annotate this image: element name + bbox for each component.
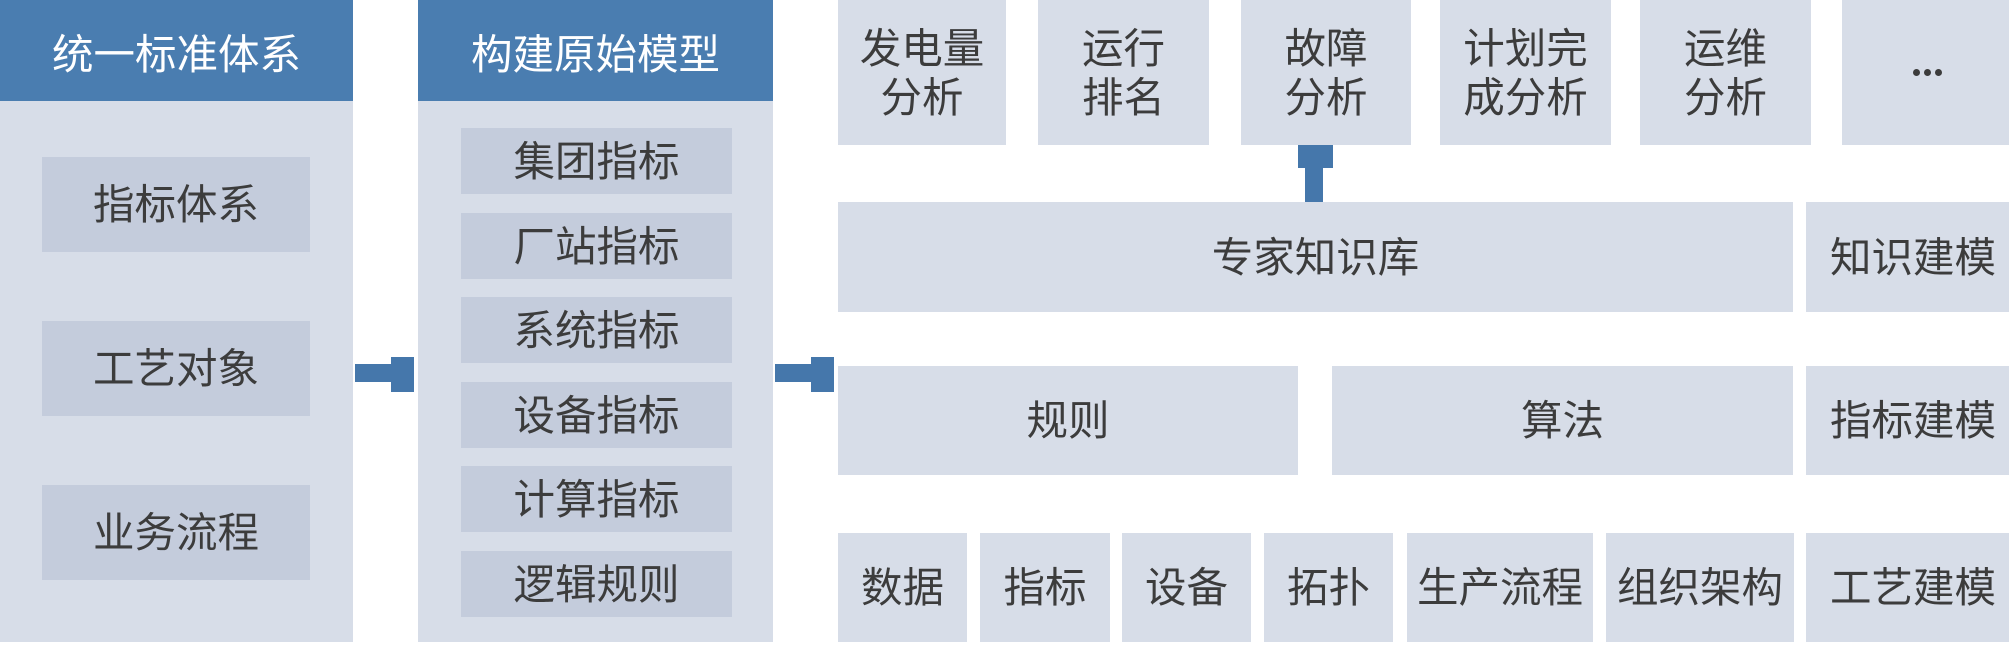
topology-box: 拓扑 — [1264, 533, 1393, 642]
operation-ranking-label: 运行 排名 — [1081, 24, 1165, 121]
arrow-head — [1298, 144, 1333, 168]
algorithm-label: 算法 — [1520, 397, 1604, 444]
system-indicator-label: 系统指标 — [513, 306, 680, 354]
fault-analysis-box: 故障 分析 — [1241, 0, 1411, 145]
indicator-box: 指标 — [980, 533, 1110, 642]
arrow-head — [391, 357, 414, 392]
organization-structure-label: 组织架构 — [1616, 564, 1783, 611]
arrow-shaft — [355, 364, 391, 382]
expert-knowledge-base-box: 专家知识库 — [838, 202, 1793, 312]
calculated-indicator-label: 计算指标 — [513, 475, 680, 523]
arrow-shaft — [775, 364, 811, 382]
equipment-label: 设备 — [1144, 564, 1228, 611]
equipment-indicator-label: 设备指标 — [513, 391, 680, 439]
plan-completion-analysis-label: 计划完 成分析 — [1463, 24, 1588, 121]
ellipsis-dot-icon — [1934, 69, 1942, 76]
equipment-box: 设备 — [1122, 533, 1251, 642]
indicator-system-label: 指标体系 — [92, 181, 259, 228]
indicator-system-box: 指标体系 — [42, 157, 310, 252]
data-box: 数据 — [838, 533, 967, 642]
power-generation-analysis-box: 发电量 分析 — [838, 0, 1006, 145]
rules-label: 规则 — [1026, 397, 1110, 444]
standard-system-title: 统一标准体系 — [51, 30, 301, 78]
fault-analysis-label: 故障 分析 — [1284, 24, 1368, 121]
original-model-panel: 构建原始模型 集团指标 厂站指标 系统指标 设备指标 计算指标 逻辑规则 — [418, 0, 773, 642]
arrow-shaft — [1305, 168, 1323, 203]
group-indicator-label: 集团指标 — [513, 137, 680, 185]
operation-maintenance-analysis-box: 运维 分析 — [1640, 0, 1811, 145]
business-process-box: 业务流程 — [42, 485, 310, 580]
indicator-modeling-box: 指标建模 — [1806, 366, 2009, 475]
ellipsis-dot-icon — [1912, 69, 1920, 76]
standard-system-panel: 统一标准体系 指标体系 工艺对象 业务流程 — [0, 0, 353, 642]
process-modeling-box: 工艺建模 — [1806, 533, 2009, 642]
algorithm-box: 算法 — [1332, 366, 1793, 475]
logic-rule-box: 逻辑规则 — [461, 551, 732, 617]
operation-ranking-box: 运行 排名 — [1038, 0, 1209, 145]
expert-knowledge-base-label: 专家知识库 — [1211, 233, 1420, 281]
ellipsis-dot-icon — [1923, 69, 1931, 76]
knowledge-modeling-label: 知识建模 — [1829, 233, 1996, 281]
power-generation-analysis-label: 发电量 分析 — [859, 24, 985, 121]
plant-indicator-label: 厂站指标 — [513, 222, 680, 270]
business-process-label: 业务流程 — [92, 509, 259, 556]
system-indicator-box: 系统指标 — [461, 297, 732, 363]
original-model-title: 构建原始模型 — [470, 30, 720, 78]
process-object-label: 工艺对象 — [92, 345, 259, 392]
arrow-head — [811, 357, 834, 392]
topology-label: 拓扑 — [1286, 564, 1370, 611]
more-analysis-box — [1842, 0, 2009, 145]
organization-structure-box: 组织架构 — [1606, 533, 1794, 642]
knowledge-modeling-box: 知识建模 — [1806, 202, 2009, 312]
operation-maintenance-analysis-label: 运维 分析 — [1683, 24, 1767, 121]
plant-indicator-box: 厂站指标 — [461, 213, 732, 279]
group-indicator-box: 集团指标 — [461, 128, 732, 194]
original-model-header: 构建原始模型 — [418, 0, 773, 101]
indicator-modeling-label: 指标建模 — [1829, 397, 1996, 444]
production-process-label: 生产流程 — [1416, 564, 1583, 611]
production-process-box: 生产流程 — [1407, 533, 1593, 642]
process-modeling-label: 工艺建模 — [1829, 564, 1996, 611]
plan-completion-analysis-box: 计划完 成分析 — [1440, 0, 1611, 145]
equipment-indicator-box: 设备指标 — [461, 382, 732, 448]
standard-system-header: 统一标准体系 — [0, 0, 353, 101]
calculated-indicator-box: 计算指标 — [461, 466, 732, 532]
process-object-box: 工艺对象 — [42, 321, 310, 416]
rules-box: 规则 — [838, 366, 1298, 475]
indicator-label: 指标 — [1003, 564, 1087, 611]
logic-rule-label: 逻辑规则 — [513, 560, 680, 608]
data-label: 数据 — [860, 564, 944, 611]
